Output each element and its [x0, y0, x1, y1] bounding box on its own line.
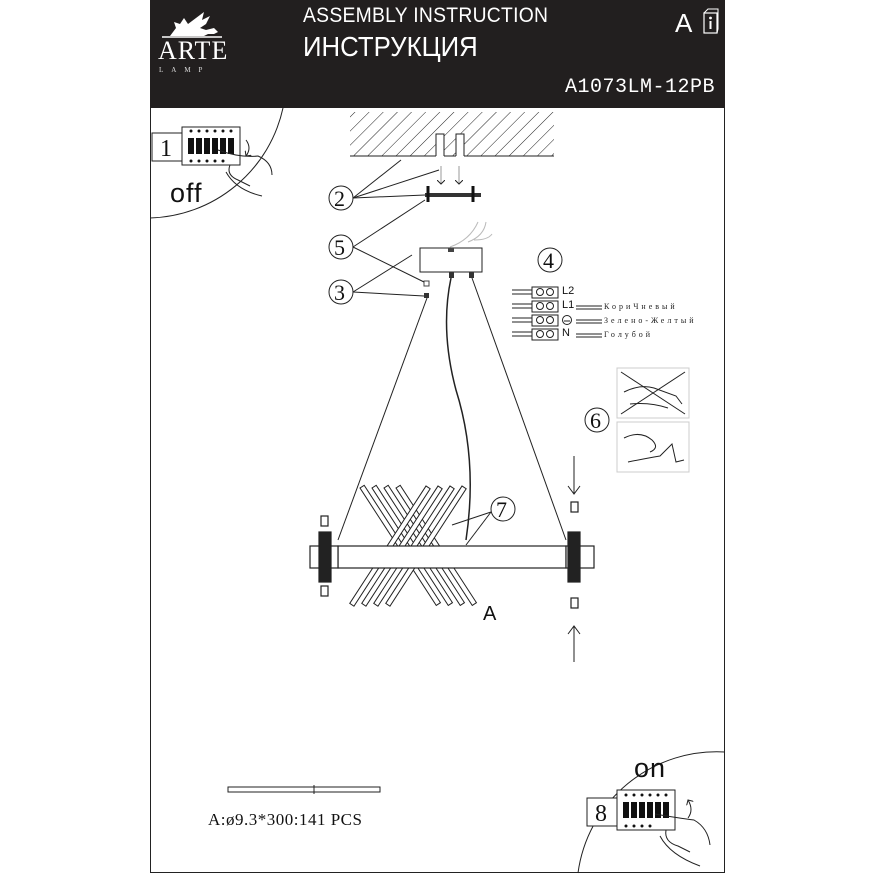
suspension-cables: [337, 277, 567, 541]
wire-blue-label: Голубой: [604, 330, 654, 339]
step1-breaker-off-inset: 1: [149, 107, 284, 219]
svg-text:5: 5: [334, 235, 345, 260]
callout-2: 2: [328, 159, 440, 211]
wire-brown-label: КориЧневый: [604, 302, 678, 311]
horizontal-frame-bar: [309, 501, 595, 609]
terminal-block: [512, 286, 602, 341]
callout-4: 4: [537, 247, 563, 273]
mounting-bracket: [425, 186, 481, 202]
step6-handling-warning: [616, 367, 690, 473]
svg-text:1: 1: [160, 136, 172, 162]
svg-text:3: 3: [334, 280, 345, 305]
svg-text:2: 2: [334, 186, 345, 211]
callout-5: 5: [328, 199, 426, 283]
brand-name: ARTE: [158, 36, 229, 65]
svg-text:6: 6: [590, 408, 601, 433]
terminal-l1-label: L1: [562, 299, 575, 311]
terminal-n-label: N: [562, 327, 570, 339]
step8-breaker-on-inset: 8: [577, 751, 726, 874]
callout-3: 3: [328, 254, 425, 305]
title-english: ASSEMBLY INSTRUCTION: [303, 4, 549, 27]
svg-text:8: 8: [595, 801, 607, 827]
step1-off-label: off: [170, 178, 203, 208]
header-bar: ARTE LAMP ASSEMBLY INSTRUCTION ИНСТРУКЦИ…: [150, 0, 725, 108]
insertion-arrows: [567, 456, 581, 662]
canopy: [419, 221, 493, 298]
svg-text:7: 7: [496, 497, 507, 522]
title-russian: ИНСТРУКЦИЯ: [303, 31, 478, 62]
ceiling-hatched: [350, 112, 554, 184]
info-book-icon: [703, 8, 719, 34]
winged-lion-logo-icon: [162, 12, 222, 38]
svg-text:4: 4: [543, 248, 554, 273]
terminal-l2-label: L2: [562, 285, 575, 297]
part-a-label: A: [483, 603, 497, 625]
section-letter: A: [675, 8, 693, 38]
rod-part-drawing: [227, 785, 381, 794]
callout-6: 6: [584, 407, 610, 433]
model-number: A1073LM-12PB: [564, 76, 715, 99]
parts-spec: A:ø9.3*300:141 PCS: [208, 810, 363, 829]
wire-green-yellow-label: Зелено-Желтый: [604, 316, 697, 325]
step8-on-label: on: [634, 753, 667, 783]
callout-7: 7: [451, 496, 516, 546]
brand-subtitle: LAMP: [159, 66, 211, 74]
